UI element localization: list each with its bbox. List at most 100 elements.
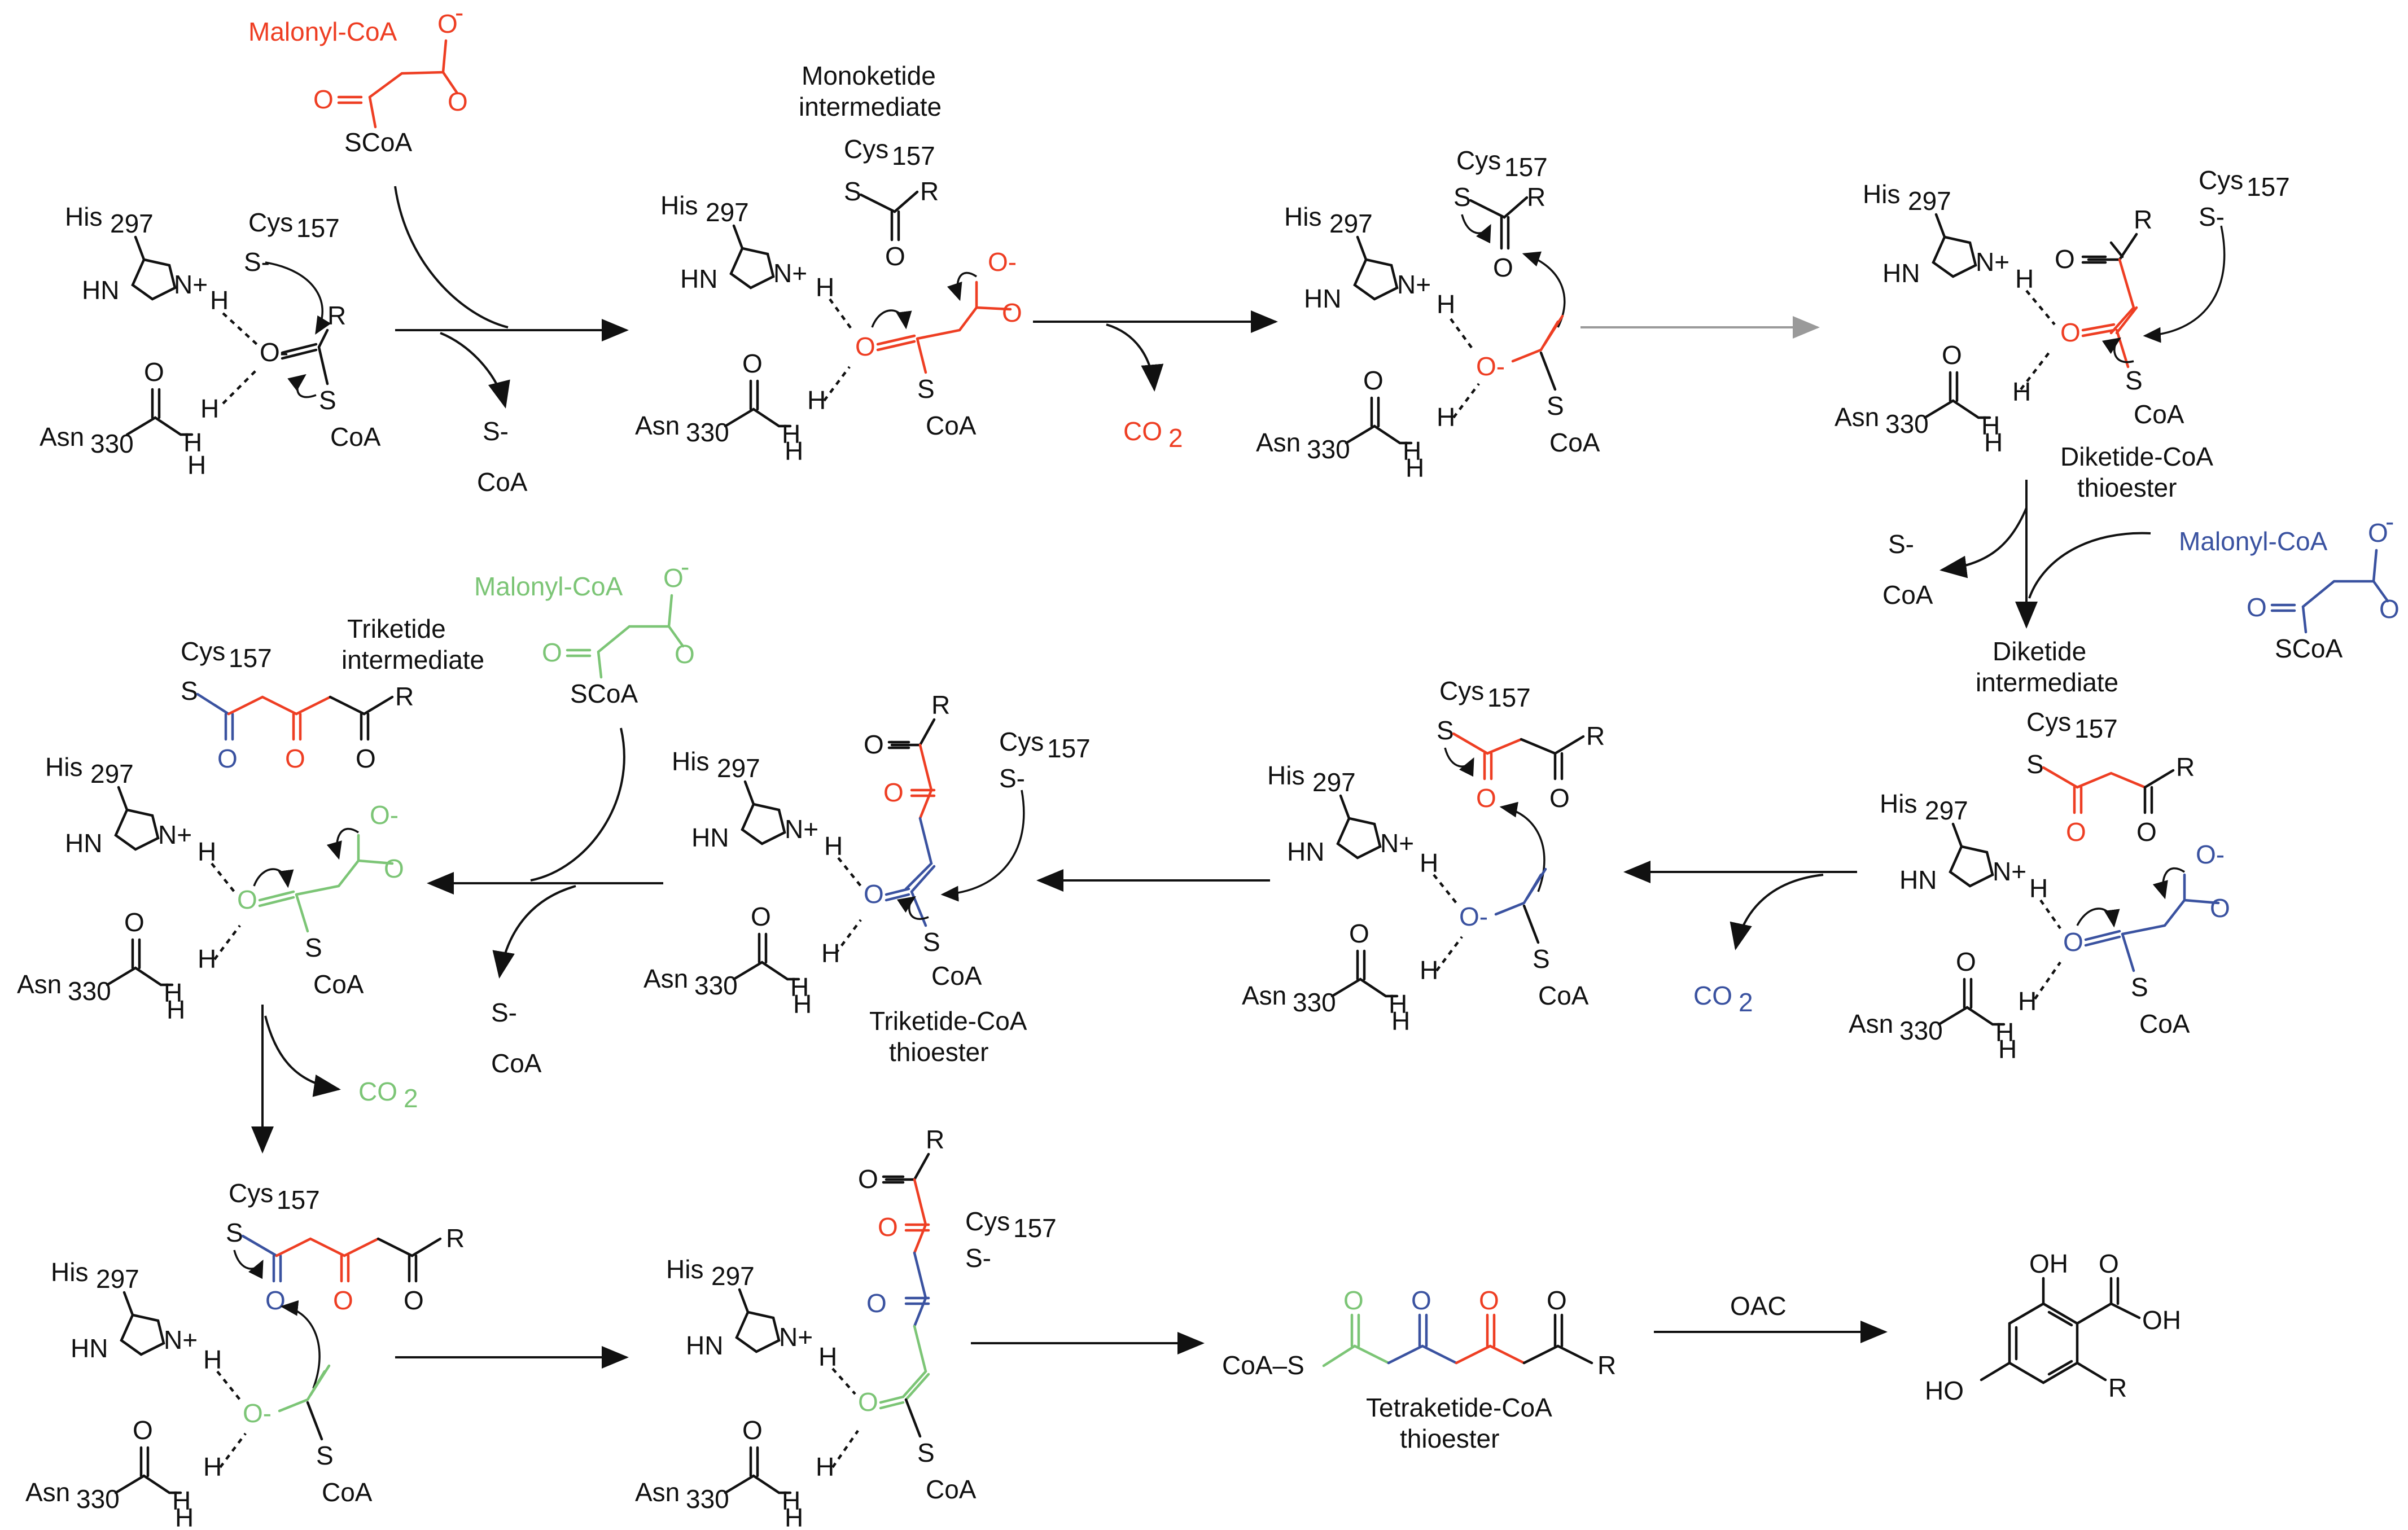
svg-text:O: O: [883, 778, 904, 807]
svg-text:O: O: [2063, 927, 2083, 957]
stage-1-active-site: His 297 HN N+ H Cys 157 S- O- R S CoA H …: [40, 202, 381, 480]
svg-text:R: R: [446, 1224, 465, 1253]
svg-text:H: H: [785, 1503, 803, 1530]
svg-text:CoA: CoA: [931, 961, 982, 990]
svg-text:R: R: [2176, 752, 2195, 782]
co2-green: CO: [358, 1077, 397, 1106]
svg-text:His: His: [1880, 789, 1917, 818]
svg-text:O: O: [1343, 1286, 1364, 1315]
svg-text:H: H: [816, 273, 834, 302]
svg-text:O-: O-: [243, 1399, 272, 1428]
svg-text:S: S: [923, 927, 940, 957]
svg-text:S: S: [1453, 182, 1471, 212]
svg-text:H: H: [1998, 1034, 2017, 1064]
svg-text:330: 330: [1307, 435, 1350, 464]
svg-text:OH: OH: [2029, 1249, 2068, 1278]
svg-text:O: O: [2210, 893, 2230, 923]
svg-text:H: H: [782, 419, 800, 449]
svg-text:H: H: [821, 939, 840, 968]
svg-text:O: O: [2379, 594, 2400, 624]
svg-text:CoA: CoA: [1538, 981, 1589, 1010]
svg-text:297: 297: [90, 759, 134, 788]
svg-text:297: 297: [711, 1261, 755, 1291]
svg-text:His: His: [1863, 179, 1900, 209]
svg-text:O: O: [1549, 783, 1570, 813]
svg-text:CoA: CoA: [322, 1478, 373, 1507]
svg-text:157: 157: [296, 213, 340, 243]
svg-text:H: H: [175, 1503, 194, 1530]
svg-text:O: O: [885, 242, 905, 271]
svg-text:157: 157: [1047, 734, 1091, 763]
svg-text:297: 297: [1908, 186, 1951, 216]
svg-text:His: His: [45, 752, 82, 782]
svg-text:O: O: [124, 908, 145, 937]
svg-text:H: H: [818, 1342, 837, 1371]
product-resorcylic-acid: OH O OH R HO: [1925, 1249, 2181, 1405]
svg-text:O: O: [144, 357, 164, 387]
svg-text:O: O: [2247, 593, 2267, 622]
svg-text:H: H: [172, 1486, 191, 1515]
svg-text:H: H: [2029, 874, 2048, 903]
svg-text:CoA: CoA: [926, 1475, 977, 1504]
svg-text:157: 157: [1013, 1213, 1057, 1243]
svg-text:H: H: [816, 1452, 834, 1481]
svg-text:N+: N+: [1993, 857, 2026, 886]
svg-text:Asn: Asn: [40, 422, 84, 451]
svg-text:HO: HO: [1925, 1376, 1964, 1405]
svg-text:HN: HN: [680, 264, 717, 293]
stage-5-diketide-intermediate: Diketide intermediate Cys 157 S R O O Hi…: [1849, 637, 2230, 1064]
svg-text:S: S: [1547, 391, 1564, 420]
svg-text:O-: O-: [988, 247, 1017, 277]
svg-text:R: R: [395, 682, 414, 711]
svg-text:2: 2: [404, 1084, 418, 1113]
svg-text:O: O: [1547, 1286, 1567, 1315]
svg-text:O-: O-: [1459, 902, 1488, 931]
svg-text:Asn: Asn: [635, 1478, 680, 1507]
svg-text:H: H: [183, 428, 202, 457]
svg-text:H: H: [2012, 377, 2031, 406]
svg-text:CoA: CoA: [926, 411, 977, 440]
svg-text:H: H: [203, 1452, 222, 1481]
svg-text:Malonyl-CoA: Malonyl-CoA: [474, 572, 623, 601]
svg-text:S: S: [2125, 366, 2143, 395]
svg-text:R: R: [931, 690, 950, 720]
svg-text:H: H: [198, 837, 216, 866]
svg-text:O: O: [855, 332, 875, 361]
svg-text:O: O: [356, 744, 376, 773]
malonyl-coa-blue: Malonyl-CoA O - O O SCoA: [2179, 507, 2400, 663]
svg-text:N+: N+: [773, 258, 807, 288]
svg-text:2: 2: [1739, 988, 1753, 1017]
svg-text:H: H: [807, 385, 826, 415]
svg-text:-: -: [455, 0, 463, 27]
svg-text:Malonyl-CoA: Malonyl-CoA: [2179, 527, 2328, 556]
svg-text:Asn: Asn: [1849, 1009, 1893, 1038]
svg-text:297: 297: [717, 753, 760, 783]
svg-text:157: 157: [277, 1185, 320, 1215]
svg-text:H: H: [1981, 411, 2000, 440]
svg-text:O: O: [1479, 1286, 1499, 1315]
svg-text:O: O: [265, 1286, 286, 1315]
svg-text:Diketide-CoA: Diketide-CoA: [2060, 442, 2213, 471]
svg-text:297: 297: [1312, 768, 1356, 797]
svg-text:H: H: [793, 989, 812, 1019]
stage-3-enolate: Cys 157 S R O His 297 HN N+ H O- S CoA H…: [1256, 146, 1600, 483]
svg-text:OH: OH: [2142, 1305, 2181, 1335]
svg-text:HN: HN: [686, 1331, 723, 1360]
svg-text:O: O: [1956, 947, 1976, 976]
svg-text:S-: S-: [2199, 202, 2225, 231]
svg-text:O: O: [448, 87, 468, 116]
svg-text:330: 330: [1899, 1016, 1943, 1045]
svg-text:O: O: [1493, 253, 1513, 282]
svg-text:H: H: [1995, 1018, 2014, 1047]
svg-text:H: H: [1437, 290, 1455, 319]
svg-text:S: S: [1533, 944, 1550, 974]
svg-text:Cys: Cys: [2026, 707, 2071, 736]
svg-text:CoA: CoA: [313, 970, 364, 999]
svg-text:N+: N+: [1397, 270, 1431, 299]
malonyl-coa-green: Malonyl-CoA O - O O SCoA: [474, 552, 695, 708]
svg-text:S-: S-: [1888, 529, 1914, 559]
svg-text:O: O: [333, 1286, 353, 1315]
svg-text:H: H: [1420, 848, 1438, 878]
svg-text:2: 2: [1168, 423, 1183, 453]
svg-text:330: 330: [686, 1484, 729, 1514]
